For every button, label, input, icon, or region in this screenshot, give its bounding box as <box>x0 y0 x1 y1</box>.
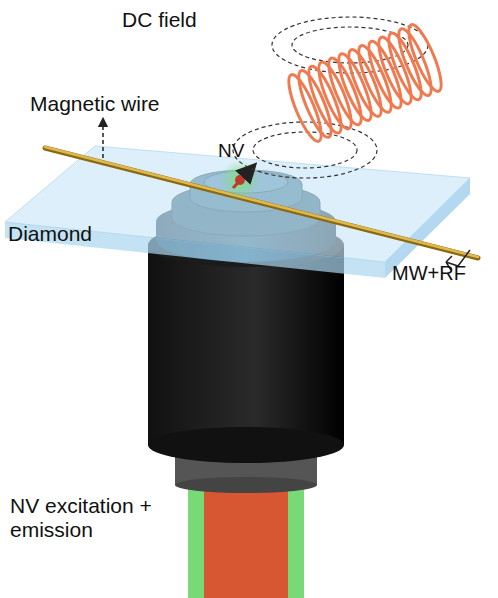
diamond-plate <box>5 146 470 262</box>
dc-coil <box>283 21 447 144</box>
coil-turn <box>403 21 447 94</box>
emission-beam <box>204 480 288 598</box>
field-label: DC field <box>122 8 197 32</box>
magnetic-wire <box>45 148 478 258</box>
wire-label: Magnetic wire <box>30 92 160 116</box>
diamond-label: Diamond <box>8 222 92 246</box>
optics-label: NV excitation + emission <box>10 494 160 542</box>
mwrf-label: MW+RF <box>392 262 466 285</box>
pointer-arrow <box>102 122 104 158</box>
excitation-beam <box>188 480 304 598</box>
nv-label: NV <box>218 140 244 162</box>
nv-spin <box>233 170 250 188</box>
objective-body <box>148 245 344 445</box>
nv-glow <box>220 160 260 200</box>
